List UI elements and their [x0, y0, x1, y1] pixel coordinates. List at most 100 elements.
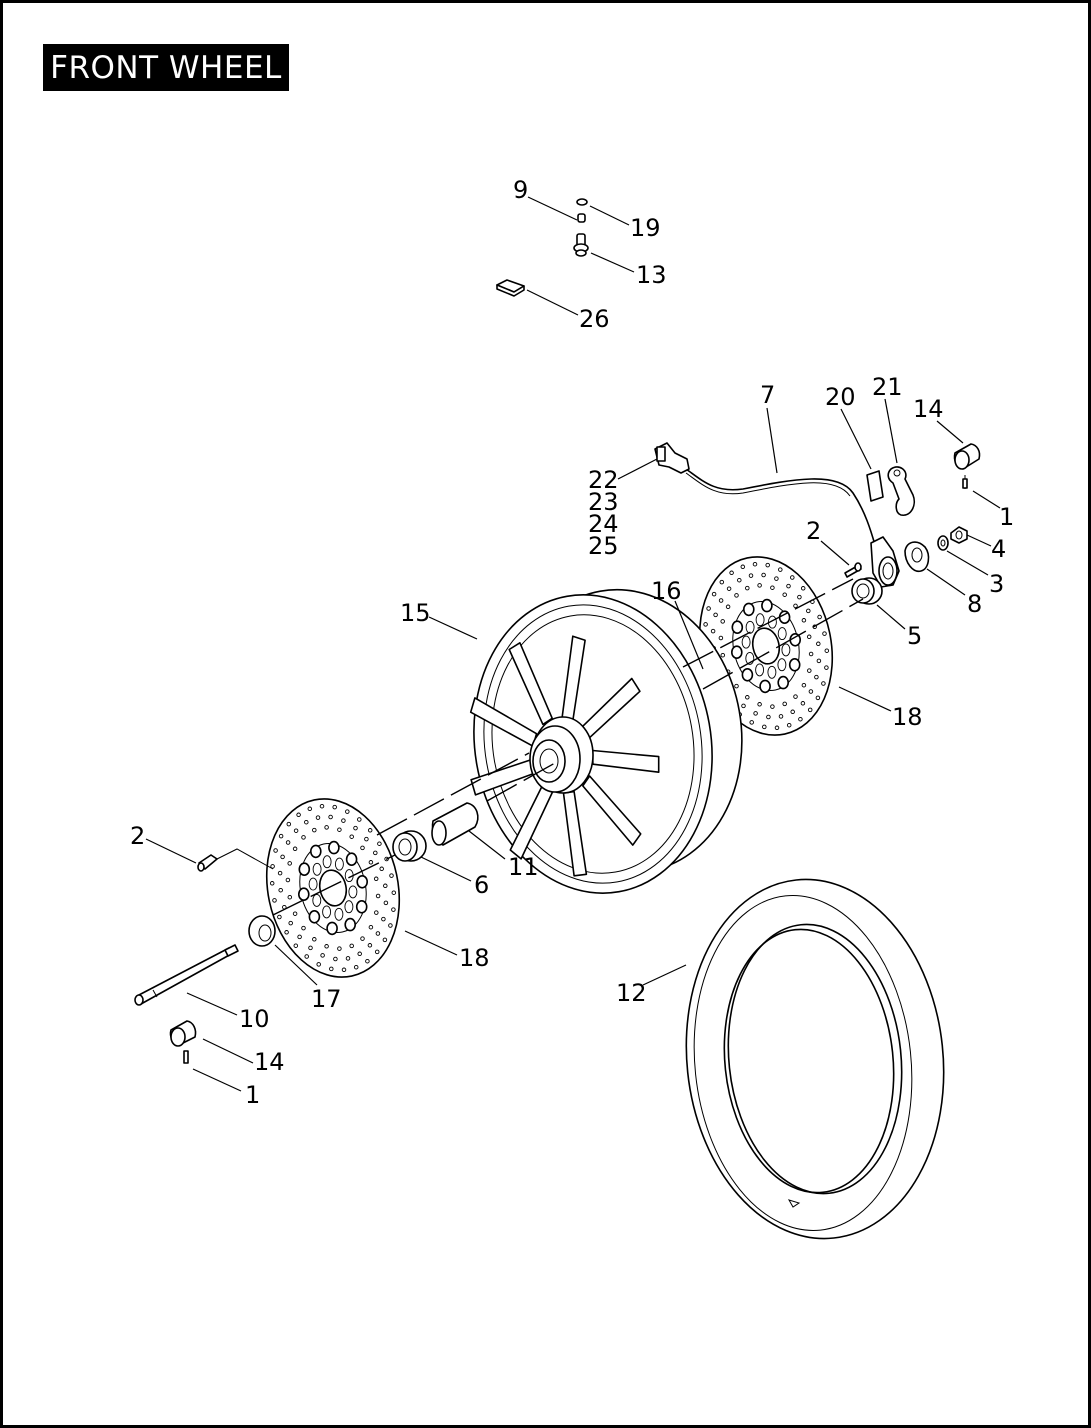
disc-slot — [767, 665, 777, 679]
disc-slot — [322, 855, 332, 869]
disc-drill-hole — [824, 665, 829, 670]
disc-button — [731, 620, 744, 635]
callout-5: 5 — [907, 622, 922, 650]
disc-drill-hole — [357, 817, 362, 822]
disc-slot — [777, 627, 787, 641]
disc-drill-hole — [284, 930, 289, 935]
callout-24: 24 — [588, 510, 619, 538]
disc-slot — [741, 635, 751, 649]
disc-drill-hole — [786, 722, 792, 728]
disc-drill-hole — [312, 827, 317, 833]
disc-drill-hole — [711, 591, 717, 597]
disc-slot — [348, 885, 358, 899]
disc-drill-hole — [770, 704, 775, 709]
callout-11: 11 — [508, 853, 539, 881]
disc-drill-hole — [765, 562, 770, 568]
disc-drill-hole — [368, 860, 374, 865]
disc-drill-hole — [816, 658, 822, 664]
disc-drill-hole — [292, 846, 298, 852]
disc-button — [777, 675, 790, 690]
disc-slot — [755, 613, 765, 627]
disc-drill-hole — [304, 954, 309, 959]
disc-drill-hole — [270, 864, 275, 869]
disc-drill-hole — [278, 833, 284, 839]
disc-drill-hole — [793, 694, 798, 699]
callout-9: 9 — [513, 176, 528, 204]
disc-drill-hole — [766, 714, 771, 720]
disc-drill-hole — [316, 962, 321, 967]
disc-drill-hole — [379, 866, 384, 872]
disc-drill-hole — [801, 618, 807, 623]
callout-6: 6 — [474, 871, 489, 899]
callout-7: 7 — [760, 381, 775, 409]
disc-button — [328, 840, 340, 855]
disc-drill-hole — [745, 585, 750, 591]
callout-14-top: 14 — [913, 395, 944, 423]
disc-drill-hole — [273, 848, 278, 853]
disc-slot — [322, 905, 332, 919]
disc-drill-hole — [710, 628, 716, 634]
bearing-left — [392, 830, 427, 862]
rotor-bolt-left — [197, 848, 274, 872]
disc-button — [308, 909, 321, 924]
disc-slot — [312, 862, 322, 876]
disc-drill-hole — [337, 946, 342, 951]
disc-drill-hole — [391, 907, 396, 912]
disc-button — [345, 852, 358, 867]
wheel-spoke — [582, 775, 642, 846]
disc-slot — [745, 620, 755, 634]
callout-17: 17 — [311, 985, 342, 1013]
disc-drill-hole — [301, 835, 306, 840]
disc-drill-hole — [292, 911, 298, 916]
disc-drill-hole — [304, 819, 309, 825]
callout-21: 21 — [872, 373, 903, 401]
disc-drill-hole — [293, 828, 299, 833]
disc-drill-hole — [367, 828, 373, 833]
disc-drill-hole — [383, 883, 388, 889]
callout-13: 13 — [636, 261, 667, 289]
disc-drill-hole — [734, 593, 739, 598]
disc-drill-hole — [375, 931, 381, 936]
disc-button — [298, 862, 311, 877]
disc-drill-hole — [345, 809, 350, 814]
disc-slot — [312, 893, 322, 907]
brake-disc-left — [265, 798, 401, 978]
disc-button — [326, 921, 338, 936]
disc-drill-hole — [349, 943, 354, 949]
disc-drill-hole — [285, 877, 291, 883]
front-tire — [685, 878, 945, 1240]
disc-drill-hole — [388, 923, 393, 928]
disc-button — [297, 887, 310, 902]
disc-drill-hole — [800, 586, 806, 591]
disc-drill-hole — [753, 711, 758, 716]
spacer-17 — [248, 915, 276, 947]
disc-drill-hole — [798, 716, 803, 722]
bearing-right — [851, 577, 883, 605]
disc-drill-hole — [286, 821, 292, 827]
disc-drill-hole — [749, 720, 754, 725]
disc-drill-hole — [719, 579, 725, 585]
disc-drill-hole — [285, 840, 291, 845]
spacer-cap-right — [953, 443, 981, 489]
front-axle — [134, 944, 239, 1006]
callout-19: 19 — [630, 214, 661, 242]
disc-drill-hole — [368, 924, 374, 930]
disc-drill-hole — [786, 583, 791, 589]
abs-sensor-cable — [654, 442, 876, 546]
disc-drill-hole — [808, 651, 814, 657]
valve-cap-part — [576, 198, 588, 206]
callout-23: 23 — [588, 488, 619, 516]
disc-drill-hole — [706, 606, 711, 611]
callout-labels: 9 19 13 26 7 20 21 14 1 22 23 24 25 2 4 … — [130, 176, 1014, 1109]
disc-drill-hole — [375, 893, 381, 899]
disc-drill-hole — [324, 825, 329, 830]
disc-center-hole — [751, 627, 781, 665]
disc-drill-hole — [725, 604, 731, 610]
disc-drill-hole — [774, 725, 780, 731]
disc-drill-hole — [307, 806, 313, 812]
disc-slot — [755, 663, 765, 677]
disc-drill-hole — [329, 966, 334, 972]
disc-drill-hole — [308, 945, 313, 951]
disc-drill-hole — [277, 870, 283, 876]
